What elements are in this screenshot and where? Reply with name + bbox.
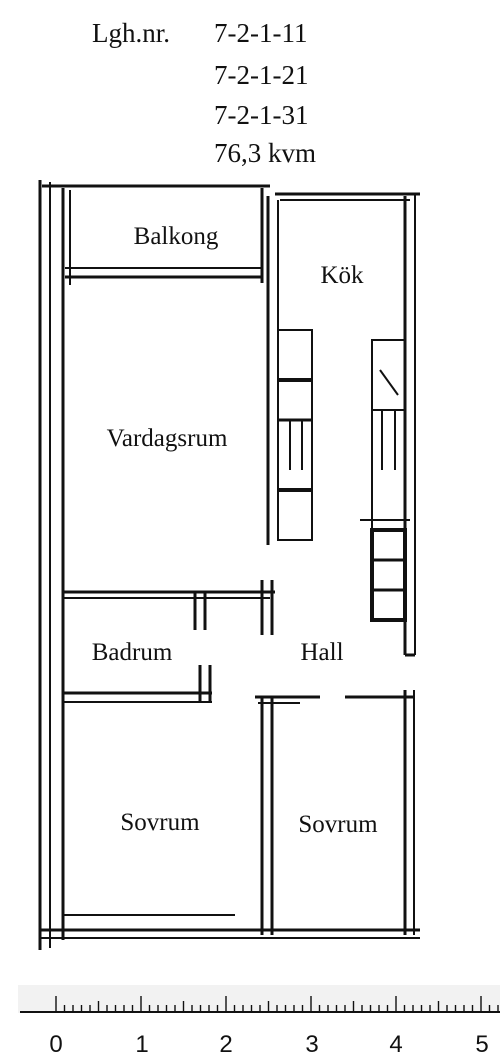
scale-number-1: 1: [135, 1031, 148, 1058]
room-label-hall: Hall: [300, 639, 343, 666]
scale-number-3: 3: [305, 1031, 318, 1058]
kitchen-counter-right-base: [370, 528, 407, 622]
kitchen-counter-left: [277, 329, 313, 541]
room-label-balkong: Balkong: [134, 223, 219, 250]
apartment-number-1: 7-2-1-11: [214, 18, 308, 48]
kitchen-fittings-left: [277, 329, 313, 541]
apartment-number-2: 7-2-1-21: [214, 60, 309, 90]
apartment-area: 76,3 kvm: [214, 138, 317, 168]
apartment-number-3: 7-2-1-31: [214, 100, 309, 130]
plan-walls: [38, 180, 420, 950]
room-label-kok: Kök: [320, 262, 364, 289]
scale-number-2: 2: [219, 1031, 232, 1058]
ruler-ticks: [55, 996, 499, 1012]
scale-number-0: 0: [49, 1031, 62, 1058]
kitchen-counter-right-stove-mark: [379, 369, 399, 396]
kitchen-fittings-right: [360, 339, 410, 622]
room-label-sovrum-2: Sovrum: [298, 811, 378, 838]
room-label-vardagsrum: Vardagsrum: [107, 425, 228, 452]
room-label-badrum: Badrum: [92, 639, 173, 666]
scale-number-5: 5: [475, 1031, 488, 1058]
scale-ruler: 0 1 2 3 4 5: [18, 985, 500, 1058]
scale-number-4: 4: [389, 1031, 402, 1058]
room-label-sovrum-1: Sovrum: [120, 809, 200, 836]
apartment-number-label: Lgh.nr.: [92, 18, 170, 48]
